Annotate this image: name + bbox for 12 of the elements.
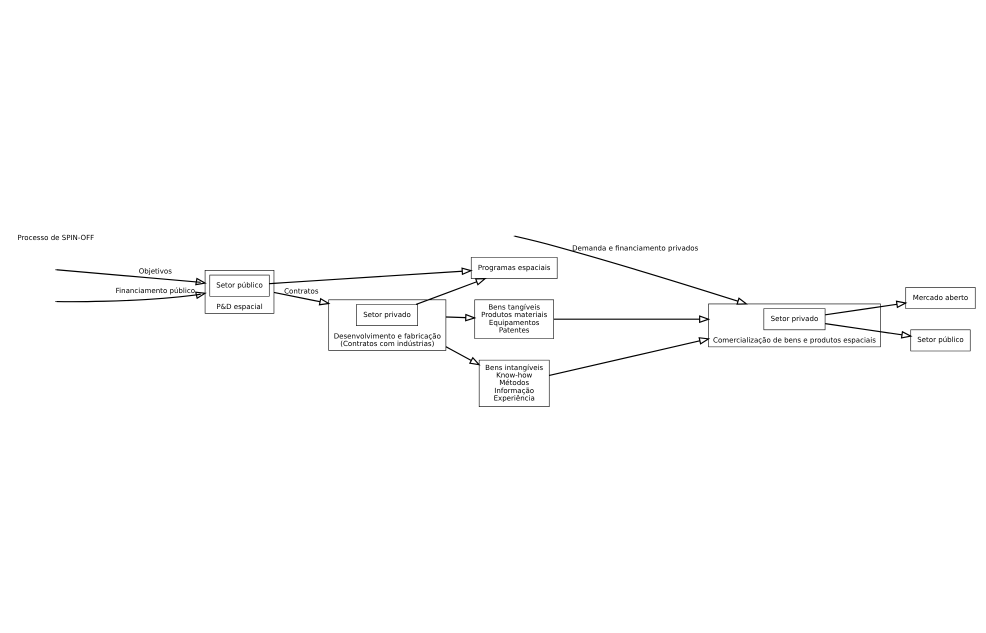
arrow [269, 266, 473, 284]
arrow [56, 291, 207, 302]
arrow [416, 278, 487, 305]
arrow [549, 336, 710, 376]
arrow [554, 314, 710, 323]
arrow [514, 235, 748, 304]
arrow [825, 322, 912, 338]
arrow [56, 268, 207, 285]
arrow [446, 346, 481, 366]
arrow [446, 313, 476, 322]
arrow [825, 300, 908, 315]
arrow [274, 291, 330, 305]
